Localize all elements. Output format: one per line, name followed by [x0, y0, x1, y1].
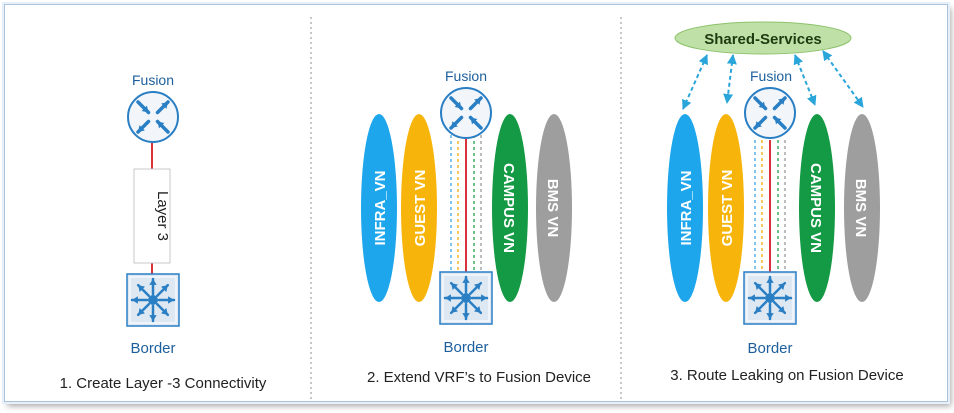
vn-guest-label: GUEST VN: [719, 170, 736, 247]
fusion-router-icon: [127, 91, 179, 143]
border-switch-icon: [126, 273, 180, 327]
vn-bms-label: BMS VN: [852, 179, 869, 237]
border-label: Border: [130, 340, 175, 357]
border-label: Border: [443, 339, 488, 356]
panel-2: INFRA_VN GUEST VN CAMPUS VN BMS VN Fusio…: [361, 68, 591, 386]
shared-services-label: Shared-Services: [704, 31, 822, 48]
panel-caption: 3. Route Leaking on Fusion Device: [670, 367, 903, 384]
border-label: Border: [747, 340, 792, 357]
leak-arrow-bms-icon: [822, 50, 864, 108]
vn-infra-label: INFRA_VN: [678, 170, 695, 245]
fusion-label: Fusion: [132, 72, 174, 88]
panel-3: Shared-Services INFRA_VN GUEST VN CAMPUS…: [667, 21, 904, 384]
vn-campus-label: CAMPUS VN: [500, 163, 517, 253]
diagram-frame: Layer 3 Fusion Border 1. Create Layer -3…: [4, 4, 948, 402]
vn-guest-ellipse: [708, 114, 744, 302]
vn-guest-ellipse: [401, 114, 437, 302]
shared-services-ellipse: [674, 21, 852, 55]
vn-guest-label: GUEST VN: [412, 170, 429, 247]
vn-bms-ellipse: [536, 114, 572, 302]
vn-bms-label: BMS VN: [544, 179, 561, 237]
fusion-label: Fusion: [445, 68, 487, 84]
vrf-links: [450, 135, 482, 277]
vn-infra-ellipse: [361, 114, 397, 302]
vn-campus-label: CAMPUS VN: [807, 163, 824, 253]
fusion-router-icon: [440, 87, 492, 139]
fusion-router-icon: [744, 87, 796, 139]
vn-infra-ellipse: [667, 114, 703, 302]
diagram-canvas: Layer 3 Fusion Border 1. Create Layer -3…: [60, 17, 904, 399]
fusion-label: Fusion: [750, 68, 792, 84]
border-switch-icon: [743, 271, 797, 325]
vn-campus-ellipse: [799, 114, 835, 302]
leak-arrow-infra-icon: [682, 54, 708, 110]
leak-arrows: [682, 50, 864, 110]
panel-caption: 2. Extend VRF’s to Fusion Device: [367, 369, 591, 386]
vn-infra-label: INFRA_VN: [372, 170, 389, 245]
panel-caption: 1. Create Layer -3 Connectivity: [60, 375, 267, 392]
leak-arrow-guest-icon: [723, 54, 737, 104]
panel-1: Layer 3 Fusion Border 1. Create Layer -3…: [60, 72, 267, 392]
vrf-links: [754, 140, 786, 277]
vn-bms-ellipse: [844, 114, 880, 302]
border-switch-icon: [439, 271, 493, 325]
vn-campus-ellipse: [492, 114, 528, 302]
layer3-box: Layer 3: [133, 168, 171, 264]
leak-arrow-campus-icon: [793, 54, 817, 106]
layer3-label: Layer 3: [154, 191, 171, 241]
